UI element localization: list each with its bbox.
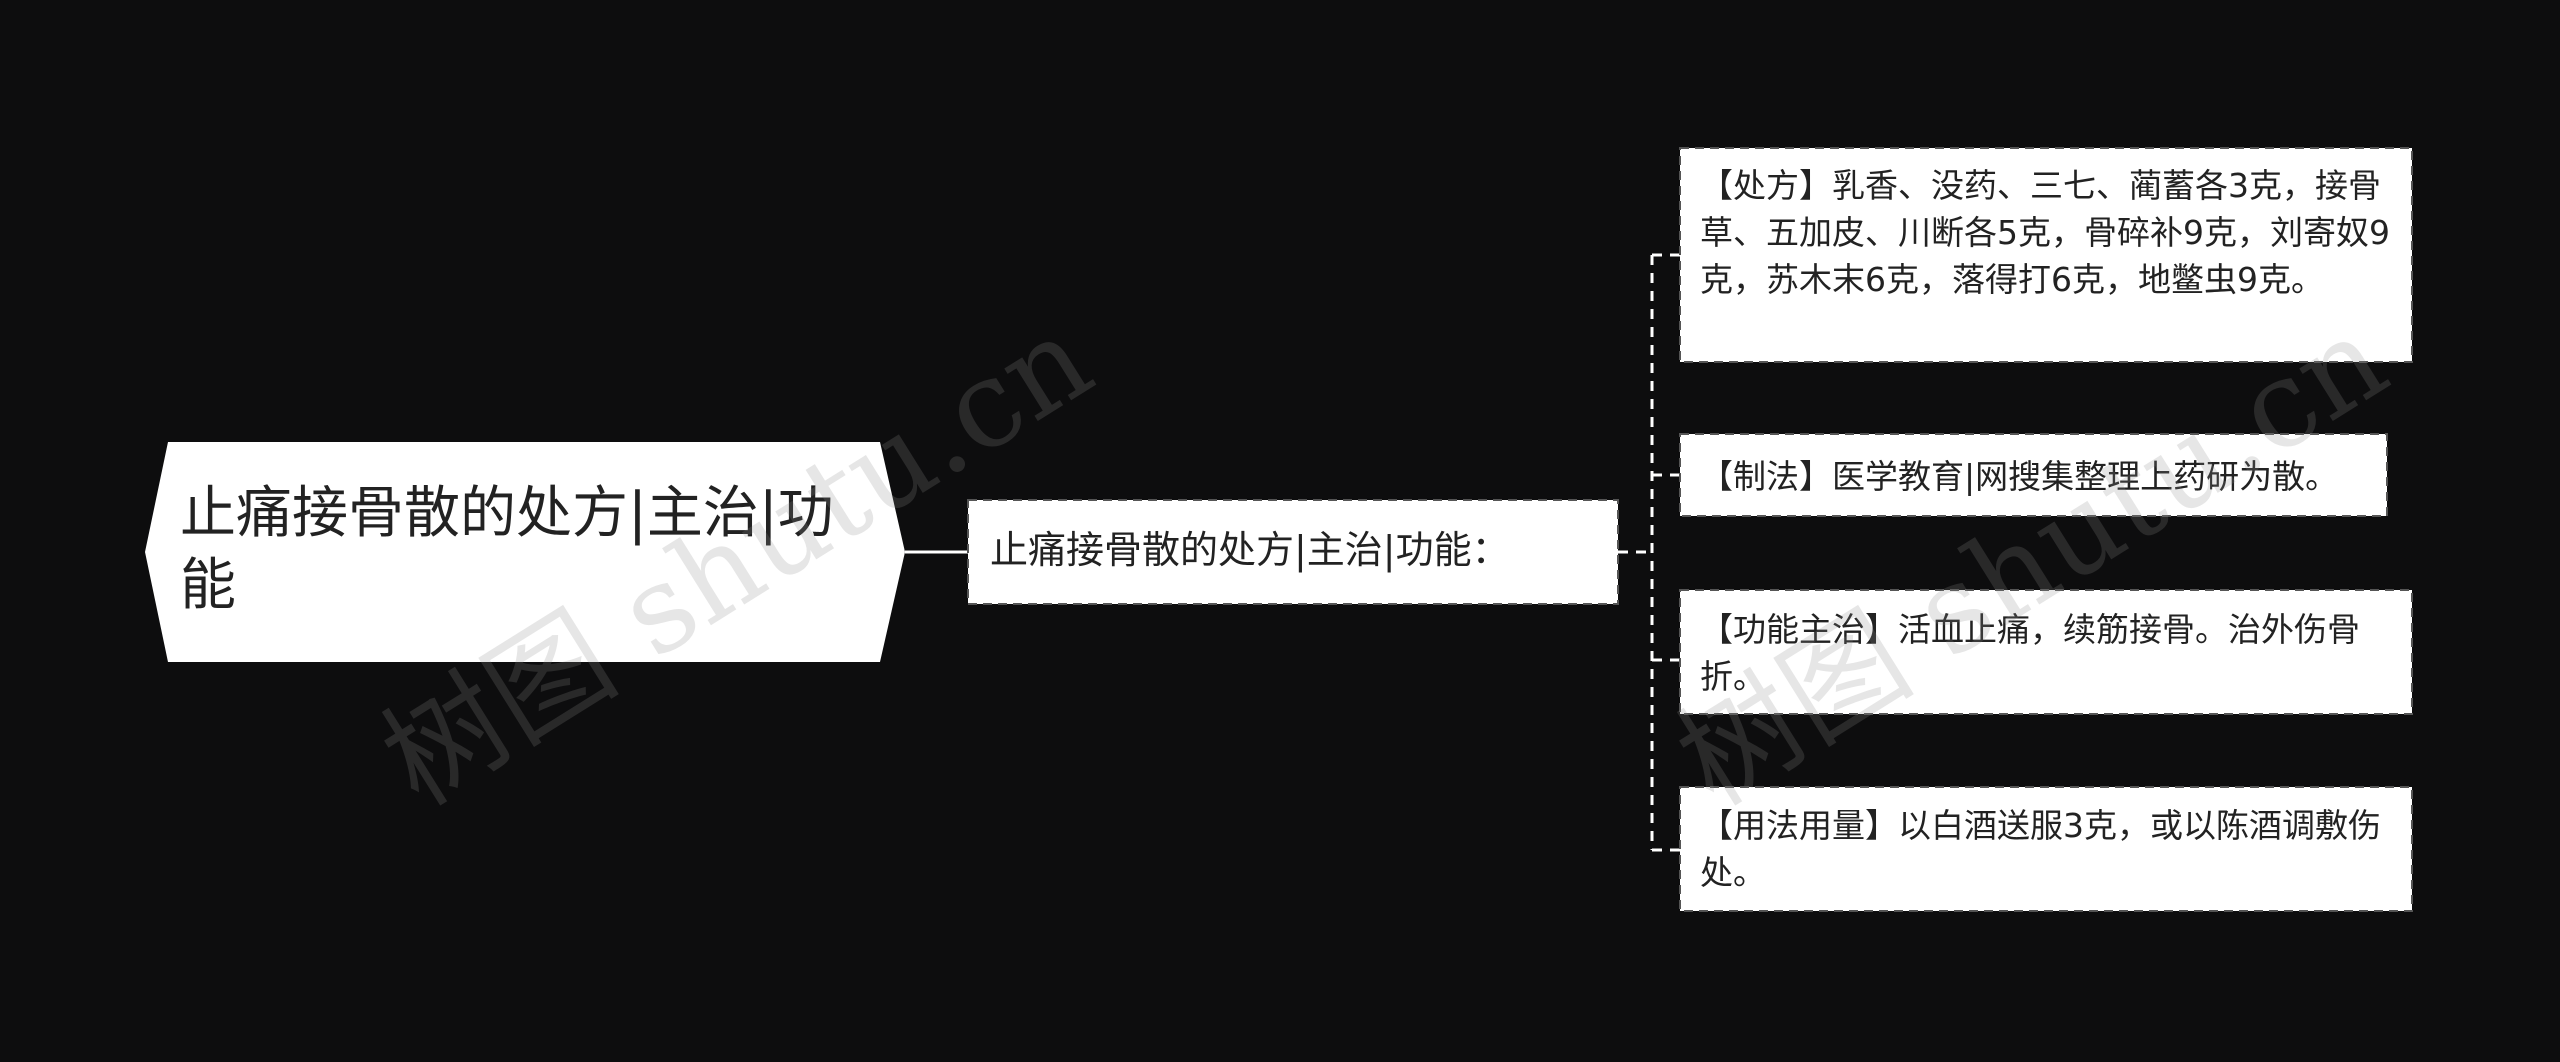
branch-node-label: 止痛接骨散的处方|主治|功能： [990,528,1510,572]
leaf-dosage-label: 【用法用量】以白酒送服3克，或以陈酒调敷伤处。 [1700,806,2381,892]
leaf-node-shape[interactable] [1679,433,2388,517]
leaf-indication-label: 【功能主治】活血止痛，续筋接骨。治外伤骨折。 [1700,610,2360,696]
root-node-label: 止痛接骨散的处方|主治|功能 [180,481,834,618]
connectors [905,253,1680,852]
leaf-node-shape[interactable] [1679,147,2413,363]
leaf-preparation-label: 【制法】医学教育|网搜集整理上药研为散。 [1700,457,2339,496]
branch-node-shape[interactable] [967,499,1619,605]
leaf-node-shape[interactable] [1679,589,2413,715]
leaf-prescription-label: 【处方】乳香、没药、三七、蔺蓄各3克，接骨草、五加皮、川断各5克，骨碎补9克，刘… [1700,166,2390,299]
leaf-node-shape[interactable] [1679,786,2413,912]
root-node-shape[interactable] [145,442,905,662]
